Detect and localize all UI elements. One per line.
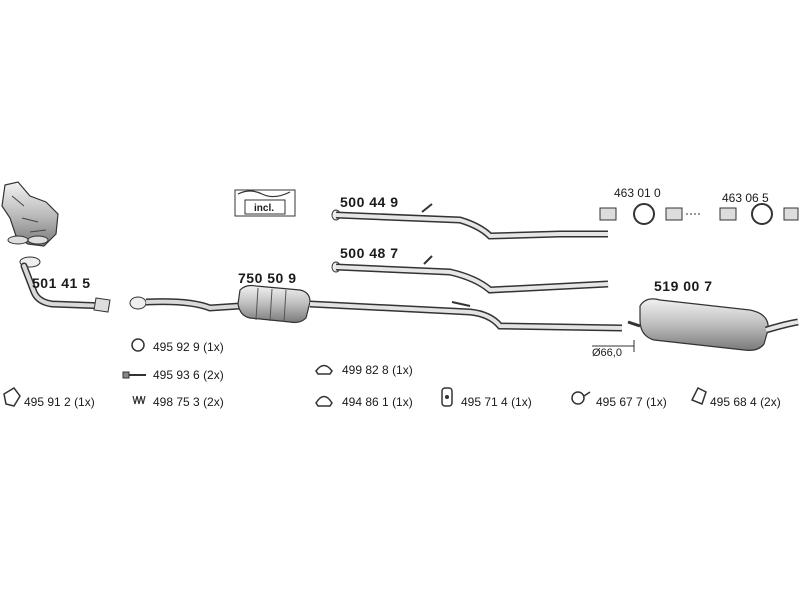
accessory-number: 495 93 6 bbox=[153, 368, 200, 382]
accessory-number: 494 86 1 bbox=[342, 395, 389, 409]
spring-icon bbox=[132, 395, 146, 405]
accessory-number: 495 92 9 bbox=[153, 340, 200, 354]
diameter-label: Ø66,0 bbox=[592, 347, 622, 359]
rubber-mount-icon bbox=[441, 387, 453, 407]
incl-label: incl. bbox=[254, 203, 275, 214]
part-number-catalyst: 750 50 9 bbox=[238, 270, 297, 286]
accessory-item: 495 91 2 (1x) bbox=[24, 395, 95, 409]
part-number-middle-pipe-a: 500 44 9 bbox=[340, 194, 399, 210]
part-number-middle-pipe-b: 500 48 7 bbox=[340, 245, 399, 261]
accessory-number: 499 82 8 bbox=[342, 363, 389, 377]
part-number-rear-silencer: 519 00 7 bbox=[654, 278, 713, 294]
rubber-hanger-icon bbox=[315, 364, 333, 375]
accessory-qty: (1x) bbox=[392, 395, 413, 409]
accessory-item: 495 68 4 (2x) bbox=[710, 395, 781, 409]
accessory-qty: (1x) bbox=[74, 395, 95, 409]
accessory-number: 495 68 4 bbox=[710, 395, 757, 409]
accessory-qty: (1x) bbox=[392, 363, 413, 377]
clamp-set-b bbox=[719, 203, 799, 225]
catalyst-assembly bbox=[129, 284, 623, 332]
catalyst-incl-box bbox=[234, 189, 296, 217]
ring-gasket-icon bbox=[131, 338, 145, 352]
middle-pipe-a bbox=[331, 203, 608, 240]
accessory-item: 495 67 7 (1x) bbox=[596, 395, 667, 409]
rear-silencer bbox=[592, 298, 799, 352]
accessory-qty: (1x) bbox=[646, 395, 667, 409]
accessory-number: 495 67 7 bbox=[596, 395, 643, 409]
exhaust-manifold bbox=[1, 181, 59, 247]
front-pipe bbox=[19, 256, 111, 313]
part-number-clamp-a: 463 01 0 bbox=[614, 186, 661, 200]
clamp-icon bbox=[571, 391, 591, 405]
flange-gasket-icon bbox=[3, 387, 21, 407]
accessory-item: 495 93 6 (2x) bbox=[153, 368, 224, 382]
accessory-number: 495 71 4 bbox=[461, 395, 508, 409]
accessory-qty: (2x) bbox=[760, 395, 781, 409]
clamp-set-a bbox=[599, 203, 702, 225]
accessory-qty: (1x) bbox=[203, 340, 224, 354]
accessory-item: 495 71 4 (1x) bbox=[461, 395, 532, 409]
accessory-qty: (2x) bbox=[203, 395, 224, 409]
accessory-item: 498 75 3 (2x) bbox=[153, 395, 224, 409]
accessory-item: 495 92 9 (1x) bbox=[153, 340, 224, 354]
accessory-item: 499 82 8 (1x) bbox=[342, 363, 413, 377]
part-number-front-pipe: 501 41 5 bbox=[32, 275, 91, 291]
accessory-number: 498 75 3 bbox=[153, 395, 200, 409]
bolt-icon bbox=[122, 371, 146, 379]
accessory-qty: (1x) bbox=[511, 395, 532, 409]
accessory-qty: (2x) bbox=[203, 368, 224, 382]
bracket-icon bbox=[690, 386, 707, 405]
accessory-number: 495 91 2 bbox=[24, 395, 71, 409]
rubber-hanger-icon bbox=[315, 395, 333, 407]
middle-pipe-b bbox=[331, 255, 609, 294]
accessory-item: 494 86 1 (1x) bbox=[342, 395, 413, 409]
part-number-clamp-b: 463 06 5 bbox=[722, 191, 769, 205]
